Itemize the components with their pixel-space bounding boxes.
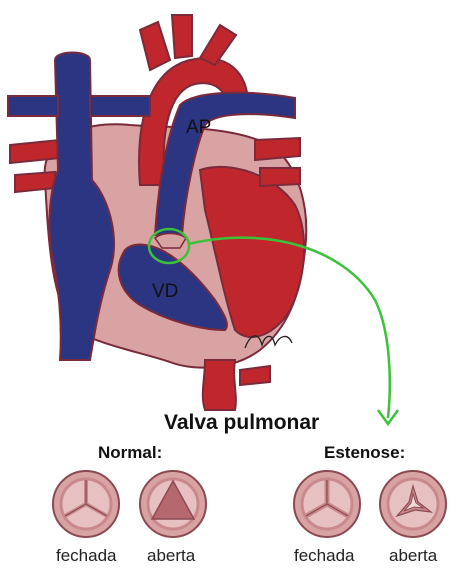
valve-normal-open	[139, 470, 207, 538]
pulmonary-valve-site	[153, 232, 187, 249]
aorta	[138, 14, 250, 186]
pulmonary-artery	[153, 91, 296, 236]
right-ventricle	[117, 243, 228, 332]
descending-aorta	[201, 359, 271, 411]
arrow-head-icon	[376, 409, 400, 427]
heading-stenosis: Estenose:	[324, 443, 406, 462]
pulmonary-vessels-right	[254, 136, 301, 188]
valve-highlight-circle	[147, 227, 191, 265]
caption-normal-closed: fechada	[56, 546, 117, 565]
diagram-title: Valva pulmonar	[164, 411, 320, 434]
valve-pointer-arrow	[187, 236, 392, 419]
signature-mark	[244, 335, 293, 349]
caption-stenosis-open: aberta	[389, 546, 438, 565]
valve-normal-closed	[52, 470, 120, 538]
pulmonary-vessels-left	[9, 138, 61, 194]
heading-normal: Normal:	[98, 443, 163, 462]
vena-cava	[7, 51, 151, 361]
caption-normal-open: aberta	[147, 546, 196, 565]
valve-stenosis-closed	[293, 470, 361, 538]
valve-stenosis-open	[379, 470, 447, 538]
label-pulmonary-artery: AP	[186, 117, 212, 138]
label-right-ventricle: VD	[152, 281, 179, 302]
caption-stenosis-closed: fechada	[294, 546, 355, 565]
